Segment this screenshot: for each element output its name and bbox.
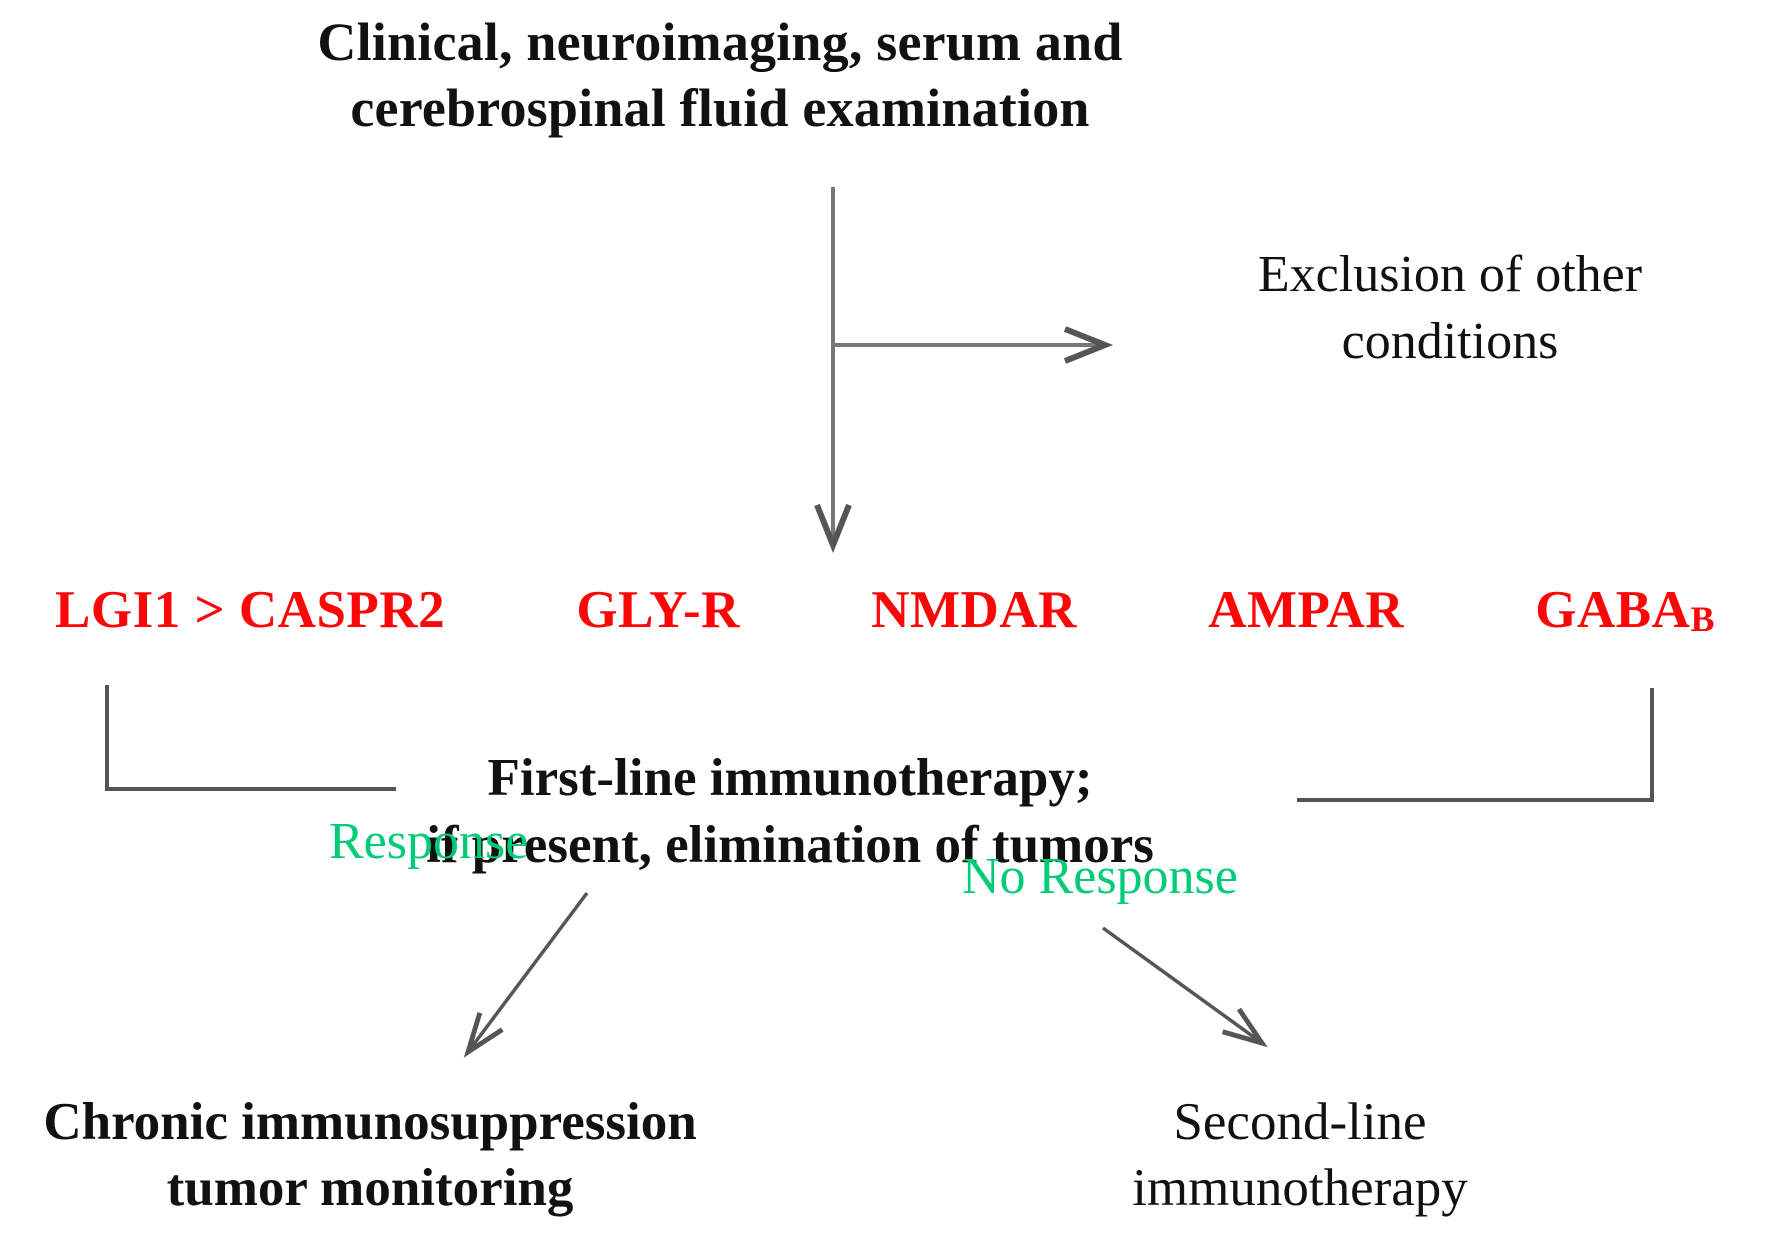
outcome-second-line-therapy-node: Second-line immunotherapy <box>1132 1093 1468 1217</box>
outcome-chronic-immunosuppression-node: Chronic immunosuppression tumor monitori… <box>43 1093 697 1217</box>
receptor-subscript: B <box>1690 599 1715 640</box>
receptor-label: GABA <box>1535 581 1691 639</box>
receptor-label: NMDAR <box>871 581 1077 639</box>
receptor-nmdar: NMDAR <box>871 580 1077 640</box>
receptor-gaba-b: GABAB <box>1535 580 1715 640</box>
receptor-label: GLY-R <box>576 581 740 639</box>
exclusion-node: Exclusion of other conditions <box>1257 246 1643 370</box>
receptor-lgi1-caspr2: LGI1 > CASPR2 <box>55 580 445 640</box>
receptor-label: AMPAR <box>1208 581 1404 639</box>
title-node: Clinical, neuroimaging, serum and cerebr… <box>317 12 1123 138</box>
receptor-label: LGI1 > CASPR2 <box>55 581 446 639</box>
receptor-row: LGI1 > CASPR2 GLY-R NMDAR AMPAR GABAB <box>55 580 1715 650</box>
no-response-edge-label: No Response <box>962 848 1238 905</box>
receptor-gly-r: GLY-R <box>576 580 740 640</box>
response-edge-label: Response <box>329 813 529 870</box>
first-line-therapy-node: First-line immunotherapy; if present, el… <box>426 749 1154 874</box>
receptor-ampar: AMPAR <box>1208 580 1404 640</box>
right-bracket-line <box>1297 688 1654 802</box>
left-bracket-line <box>105 685 396 791</box>
response-arrow <box>463 891 589 1058</box>
no-response-arrow <box>1101 926 1268 1048</box>
